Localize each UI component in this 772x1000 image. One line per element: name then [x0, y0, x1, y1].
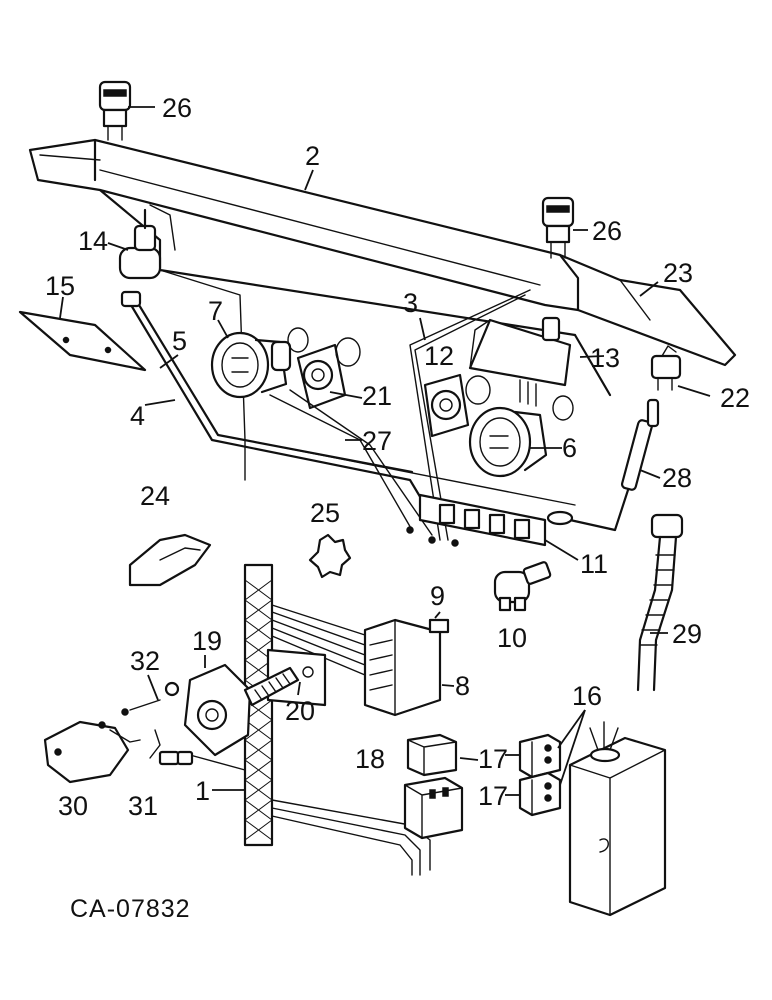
leader-lines: [59, 106, 711, 796]
callout-1: 1: [195, 776, 210, 806]
sender-10: [493, 561, 552, 612]
relay-18: [406, 733, 458, 777]
switch-14: [118, 208, 162, 280]
bracket-plate-15: [18, 310, 147, 372]
relay-socket: [403, 776, 464, 840]
callout-6: 6: [562, 433, 577, 463]
callout-11: 11: [580, 549, 608, 579]
callout-20: 20: [285, 696, 315, 726]
hose-29: [636, 513, 684, 692]
hardware-31-32: [121, 681, 194, 766]
motor-19: [183, 663, 300, 757]
callout-30: 30: [58, 791, 88, 821]
callout-2: 2: [305, 141, 320, 171]
gauge-7: [210, 331, 292, 399]
callout-4: 4: [130, 401, 145, 431]
callout-5: 5: [172, 326, 187, 356]
gauge-12: [423, 373, 491, 438]
terminal-strip-11: [406, 493, 547, 547]
switch-22: [650, 345, 682, 391]
callout-31: 31: [128, 791, 158, 821]
callout-10: 10: [497, 623, 527, 653]
callout-27: 27: [362, 426, 392, 456]
callout-19: 19: [192, 626, 222, 656]
callout-22: 22: [720, 383, 750, 413]
reservoir-tank: [568, 721, 667, 917]
indicator-lamp-left: [98, 80, 132, 141]
gauge-6: [468, 395, 574, 478]
callout-29: 29: [672, 619, 702, 649]
callout-14: 14: [78, 226, 108, 256]
callout-26-right: 26: [592, 216, 622, 246]
callout-8: 8: [455, 671, 470, 701]
callout-17-bottom: 17: [478, 781, 508, 811]
star-washer-25: [308, 533, 352, 579]
callout-32: 32: [130, 646, 160, 676]
module-13: [468, 316, 572, 407]
drawing-code: CA-07832: [70, 895, 191, 923]
callout-28: 28: [662, 463, 692, 493]
callout-25: 25: [310, 498, 340, 528]
circuit-breakers-17: [518, 733, 562, 817]
callout-26-top: 26: [162, 93, 192, 123]
callout-24: 24: [140, 481, 170, 511]
rod-28: [546, 398, 660, 532]
callout-13: 13: [590, 343, 620, 373]
callout-21: 21: [362, 381, 392, 411]
callout-16: 16: [572, 681, 602, 711]
callout-17-top: 17: [478, 744, 508, 774]
callout-3: 3: [403, 288, 418, 318]
indicator-lamp-right: [541, 196, 575, 259]
panel-cover: [558, 253, 737, 367]
callout-9: 9: [430, 581, 445, 611]
callout-7: 7: [208, 296, 223, 326]
wire-harness-4-5: [120, 290, 427, 507]
bracket-24: [128, 533, 212, 587]
module-8: [363, 618, 450, 717]
callout-labels: 26 2 26 14 23 15 7 3 5 12 13 21 22 4 27 …: [45, 93, 750, 923]
callout-15: 15: [45, 271, 75, 301]
motor-30: [43, 720, 141, 784]
callout-23: 23: [663, 258, 693, 288]
callout-12: 12: [424, 341, 454, 371]
callout-18: 18: [355, 744, 385, 774]
